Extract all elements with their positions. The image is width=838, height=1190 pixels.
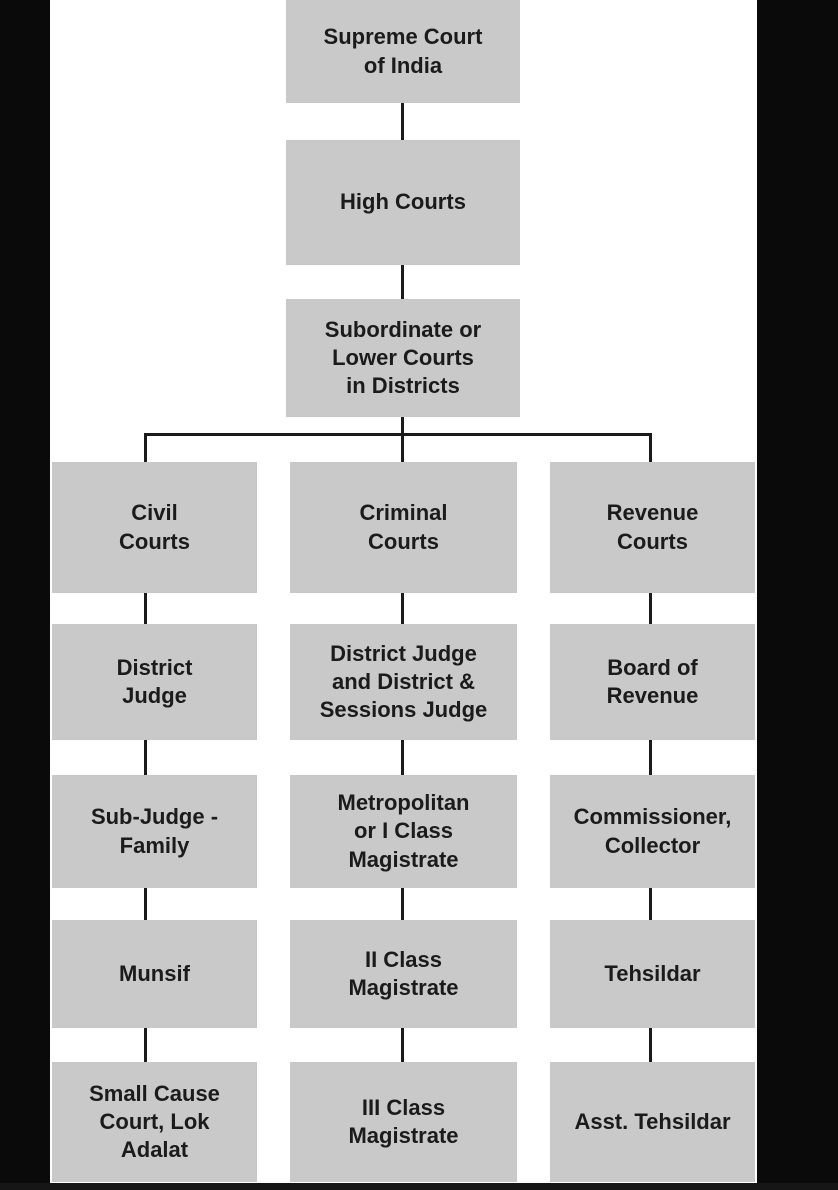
left-black-bar [0, 0, 50, 1190]
connector-drop-criminal [401, 433, 404, 462]
node-ii-class-magistrate: II Class Magistrate [290, 920, 517, 1028]
connector-civil-district [144, 593, 147, 624]
connector-sessions-metropolitan [401, 740, 404, 775]
node-supreme-court: Supreme Court of India [286, 0, 520, 103]
node-small-cause-court: Small Cause Court, Lok Adalat [52, 1062, 257, 1182]
node-tehsildar: Tehsildar [550, 920, 755, 1028]
connector-class2-class3 [401, 1028, 404, 1062]
right-black-bar [757, 0, 838, 1190]
node-sub-judge-family: Sub-Judge - Family [52, 775, 257, 888]
connector-drop-revenue [649, 433, 652, 462]
connector-district-subjudge [144, 740, 147, 775]
node-board-of-revenue: Board of Revenue [550, 624, 755, 740]
node-subordinate-courts: Subordinate or Lower Courts in Districts [286, 299, 520, 417]
connector-commissioner-tehsildar [649, 888, 652, 920]
node-criminal-courts: Criminal Courts [290, 462, 517, 593]
connector-drop-civil [144, 433, 147, 462]
connector-metropolitan-class2 [401, 888, 404, 920]
node-iii-class-magistrate: III Class Magistrate [290, 1062, 517, 1182]
connector-criminal-sessions [401, 593, 404, 624]
connector-high-subordinate [401, 265, 404, 299]
node-asst-tehsildar: Asst. Tehsildar [550, 1062, 755, 1182]
connector-supreme-high [401, 103, 404, 140]
connector-subjudge-munsif [144, 888, 147, 920]
node-district-judge: District Judge [52, 624, 257, 740]
bottom-black-bar [0, 1183, 838, 1190]
node-munsif: Munsif [52, 920, 257, 1028]
connector-revenue-board [649, 593, 652, 624]
connector-branch-horizontal [144, 433, 652, 436]
node-revenue-courts: Revenue Courts [550, 462, 755, 593]
connector-subordinate-split [401, 417, 404, 433]
node-civil-courts: Civil Courts [52, 462, 257, 593]
node-commissioner-collector: Commissioner, Collector [550, 775, 755, 888]
node-metropolitan-magistrate: Metropolitan or I Class Magistrate [290, 775, 517, 888]
connector-munsif-smallcause [144, 1028, 147, 1062]
node-high-courts: High Courts [286, 140, 520, 265]
connector-tehsildar-asst [649, 1028, 652, 1062]
node-district-sessions-judge: District Judge and District & Sessions J… [290, 624, 517, 740]
connector-board-commissioner [649, 740, 652, 775]
